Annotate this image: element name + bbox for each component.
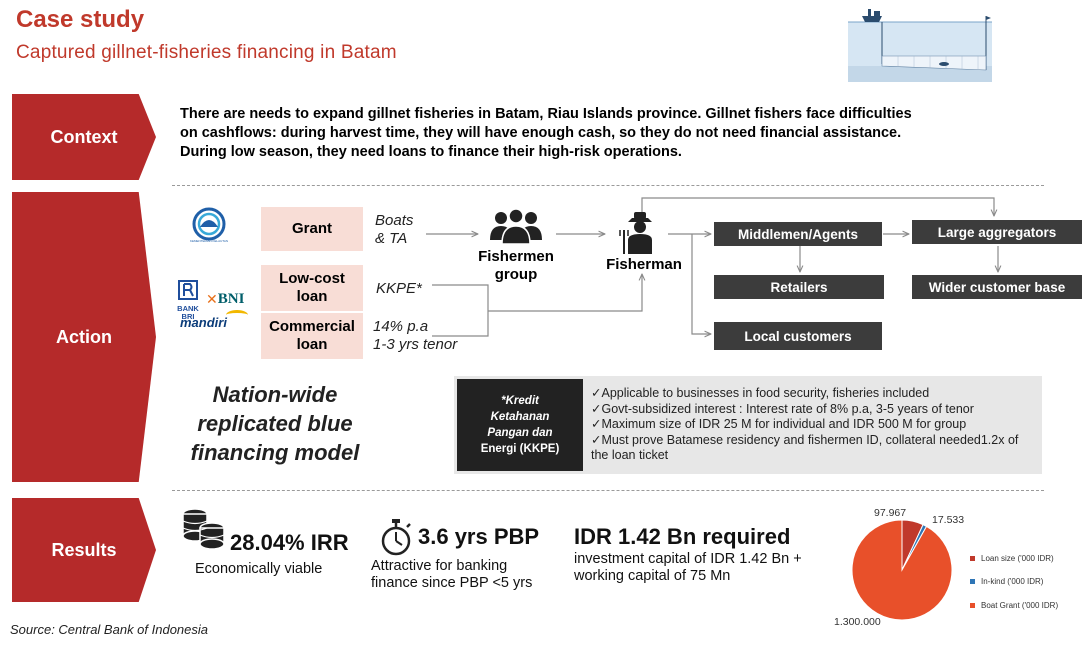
fishermen-group-line2: group: [494, 266, 538, 283]
pie-value-label-grant: 1.300.000: [834, 616, 881, 628]
legend-swatch-loan: [970, 556, 975, 561]
pie-value-label-inkind: 17.533: [932, 514, 965, 526]
pie-slice-grant: [851, 519, 953, 621]
wider-customer-base-box: Wider customer base: [912, 275, 1082, 299]
capital-desc-line2: working capital of 75 Mn: [574, 568, 731, 584]
pie-svg: [851, 519, 953, 621]
kkpe-label-line-3: Pangan dan: [487, 427, 553, 439]
pbp-description: Attractive for banking finance since PBP…: [371, 558, 532, 592]
lowcost-desc: KKPE*: [376, 280, 422, 297]
page-title: Case study: [16, 6, 145, 33]
checkmark-icon: ✓: [591, 432, 602, 447]
legend-swatch-grant: [970, 603, 975, 608]
context-description: There are needs to expand gillnet fisher…: [180, 106, 912, 160]
kkpe-label-line-2: Ketahanan: [490, 411, 550, 423]
line-loans-to-fisherman: [432, 284, 489, 337]
commercial-label-line1: Commercial: [269, 318, 355, 335]
kkpe-point: ✓Must prove Batamese residency and fishe…: [591, 432, 1019, 463]
grant-label: Grant: [291, 220, 332, 237]
legend-item-inkind: In-kind ('000 IDR): [970, 577, 1043, 586]
arrow-fisherman-to-local: [691, 234, 711, 334]
capital-value: IDR 1.42 Bn required: [574, 524, 791, 549]
lowcost-label-line1: Low-cost: [279, 270, 345, 287]
gillnet-illustration: [848, 6, 992, 82]
commercial-desc-line2: 1-3 yrs tenor: [373, 336, 458, 353]
bank-bni-logo: ✕ BNI: [206, 290, 254, 308]
retailers-box: Retailers: [714, 275, 884, 299]
bank-mandiri-text: mandiri: [180, 315, 227, 330]
checkmark-icon: ✓: [591, 417, 602, 431]
lowcost-loan-box: Low-cost loan: [261, 265, 363, 311]
commercial-desc-line1: 14% p.a: [373, 318, 429, 335]
page-subtitle: Captured gillnet-fisheries financing in …: [16, 42, 397, 63]
large-aggregators-box: Large aggregators: [912, 220, 1082, 244]
pbp-desc-line1: Attractive for banking: [371, 558, 508, 574]
bni-mark-icon: ✕: [206, 290, 218, 307]
kkpe-points: ✓Applicable to businesses in food securi…: [591, 386, 1036, 464]
ministry-logo: KEMENTERIAN KELAUTAN: [188, 205, 230, 243]
divider-2: [172, 490, 1044, 491]
capital-desc-line1: investment capital of IDR 1.42 Bn +: [574, 551, 802, 567]
irr-description: Economically viable: [195, 561, 323, 577]
legend-item-grant: Boat Grant ('000 IDR): [970, 601, 1058, 610]
slogan-line-2: replicated blue: [197, 411, 353, 436]
fisherman-icon: [618, 210, 662, 254]
section-action-label: Action: [12, 192, 156, 482]
divider-1: [172, 185, 1044, 186]
kkpe-point: ✓Maximum size of IDR 25 M for individual…: [591, 417, 967, 431]
commercial-label-line2: loan: [296, 336, 328, 353]
financing-pie-chart: 97.967 17.533 1.300.000 Loan size ('000 …: [830, 500, 1086, 640]
fishermen-group-label: Fishermen group: [470, 248, 562, 284]
kkpe-point: ✓Applicable to businesses in food securi…: [591, 386, 930, 400]
kkpe-label-line-1: *Kredit: [501, 395, 539, 407]
local-customers-box: Local customers: [714, 322, 882, 350]
bank-bri-logo: BANK BRI: [170, 280, 206, 321]
svg-text:KEMENTERIAN KELAUTAN: KEMENTERIAN KELAUTAN: [190, 239, 228, 243]
commercial-loan-box: Commercial loan: [261, 313, 363, 359]
arrow-loans-to-fisherman: [488, 274, 642, 312]
grant-box: Grant: [261, 207, 363, 251]
pie-value-label-loan: 97.967: [874, 507, 907, 519]
kkpe-point: ✓Govt-subsidized interest : Interest rat…: [591, 401, 974, 416]
fisherman-label: Fisherman: [606, 256, 682, 273]
grant-desc-line2: & TA: [375, 230, 408, 247]
bank-bni-text: BNI: [217, 290, 245, 307]
stopwatch-icon: [378, 518, 414, 556]
grant-desc: Boats & TA: [375, 212, 413, 248]
kkpe-label-line-4: Energi (KKPE): [480, 443, 560, 455]
checkmark-icon: ✓: [591, 401, 602, 416]
section-results-label: Results: [12, 498, 156, 602]
capital-description: investment capital of IDR 1.42 Bn + work…: [574, 551, 802, 585]
legend-swatch-inkind: [970, 579, 975, 584]
irr-value: 28.04% IRR: [230, 530, 349, 555]
pbp-value: 3.6 yrs PBP: [418, 524, 540, 549]
bank-mandiri-logo: mandiri: [180, 310, 250, 334]
mandiri-wave-icon: [226, 310, 248, 320]
replication-slogan: Nation-wide replicated blue financing mo…: [170, 380, 380, 467]
coins-icon: [180, 504, 226, 550]
bank-bri-text: BANK BRI: [177, 304, 199, 321]
checkmark-icon: ✓: [591, 386, 602, 400]
kkpe-label-box: *Kredit Ketahanan Pangan dan Energi (KKP…: [457, 379, 583, 471]
people-group-icon: [488, 206, 544, 245]
middlemen-box: Middlemen/Agents: [714, 222, 882, 246]
commercial-desc: 14% p.a 1-3 yrs tenor: [373, 318, 457, 354]
lowcost-label-line2: loan: [296, 288, 328, 305]
slogan-line-1: Nation-wide: [212, 382, 338, 407]
source-note: Source: Central Bank of Indonesia: [10, 622, 209, 637]
fishermen-group-line1: Fishermen: [478, 248, 554, 265]
section-context-label: Context: [12, 94, 156, 180]
grant-desc-line1: Boats: [375, 212, 414, 229]
slogan-line-3: financing model: [190, 440, 360, 465]
arrow-fisherman-to-aggregators: [641, 197, 994, 216]
pbp-desc-line2: finance since PBP <5 yrs: [371, 575, 533, 591]
legend-item-loan: Loan size ('000 IDR): [970, 554, 1054, 563]
